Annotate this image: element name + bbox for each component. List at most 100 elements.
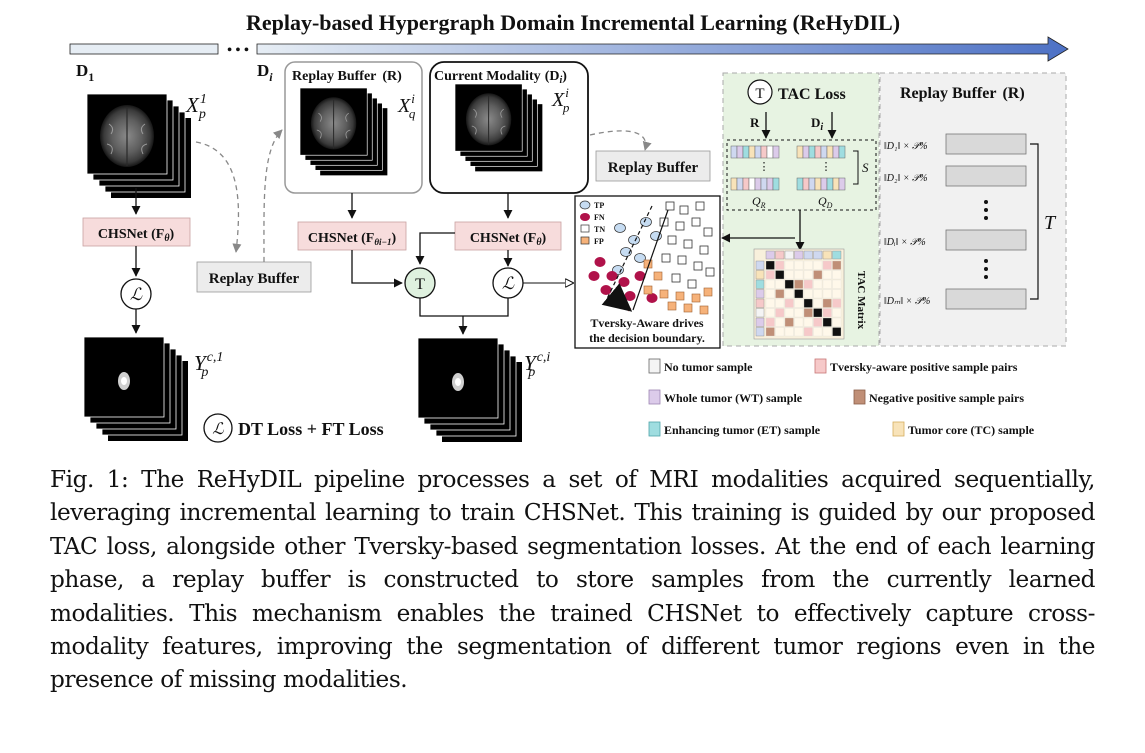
caption-label: Fig. 1: xyxy=(50,466,129,493)
replay-buffer-label-left: Replay Buffer xyxy=(209,271,300,287)
decision-boundary xyxy=(632,209,669,311)
tac-row-tag xyxy=(755,308,765,318)
tn-point xyxy=(687,279,697,289)
tac-cell xyxy=(813,308,823,318)
buffer-row-3 xyxy=(945,229,1027,251)
tac-cell xyxy=(832,317,842,327)
tac-cell xyxy=(813,279,823,289)
tac-embedding-box xyxy=(726,139,877,211)
loss-legend-node xyxy=(203,413,233,443)
timeline-arrow xyxy=(256,36,1069,62)
embed-cell xyxy=(760,145,768,159)
embed-cell xyxy=(820,145,828,159)
replay-panel-title: Replay Buffer(R) xyxy=(292,69,402,84)
fp-point xyxy=(699,305,709,315)
tac-row-tag xyxy=(755,327,765,337)
tn-point xyxy=(693,261,703,271)
tac-cell xyxy=(822,327,832,337)
tac-cell xyxy=(765,317,775,327)
embed-cell xyxy=(742,177,750,191)
tac-d-label: Di xyxy=(811,115,823,133)
legend-negative: Negative positive sample pairs xyxy=(869,391,1024,405)
tac-cell xyxy=(784,317,794,327)
tac-qd-label: QD xyxy=(818,194,833,210)
legend-swatch-tc xyxy=(892,421,905,437)
embed-cell xyxy=(772,145,780,159)
replay-buffer-box-right xyxy=(595,150,711,182)
tac-cell xyxy=(765,298,775,308)
tn-point xyxy=(679,205,689,215)
timeline: • • • D1 Di xyxy=(69,36,1069,84)
tac-cell xyxy=(803,298,813,308)
buffer-brace-label: T xyxy=(1044,212,1057,234)
replay-right-title: Replay Buffer(R) xyxy=(900,85,1025,102)
timeline-start-bar xyxy=(69,43,219,55)
tn-point xyxy=(665,201,675,211)
caption-text: The ReHyDIL pipeline processes a set of … xyxy=(50,466,1095,694)
embed-cell xyxy=(730,177,738,191)
tac-col-tag xyxy=(765,250,775,260)
tac-cell xyxy=(813,260,823,270)
tac-cell xyxy=(813,317,823,327)
tac-col-tag xyxy=(803,250,813,260)
mask-output-stack-1 xyxy=(83,336,189,442)
tac-cell xyxy=(775,260,785,270)
tac-s-label: S xyxy=(862,160,869,175)
tn-point xyxy=(661,253,671,263)
tn-point xyxy=(691,217,701,227)
tn-point xyxy=(705,267,715,277)
pipeline-figure: Replay-based Hypergraph Domain Increment… xyxy=(69,10,1069,443)
tac-matrix xyxy=(753,248,845,340)
legend-no-tumor: No tumor sample xyxy=(664,360,753,374)
tac-col-tag xyxy=(794,250,804,260)
tac-col-tag xyxy=(822,250,832,260)
mask-output-stack-current xyxy=(417,337,523,443)
embed-cell xyxy=(826,177,834,191)
replay-right-panel: Replay Buffer(R) ‖D₁‖ × 𝒫% ‖D₂‖ × 𝒫% ‖Dᵢ… xyxy=(879,72,1067,347)
svg-text:ℒ: ℒ xyxy=(130,285,143,304)
tn-point xyxy=(667,235,677,245)
svg-text:T: T xyxy=(755,86,764,102)
embed-cell xyxy=(802,145,810,159)
fp-point xyxy=(659,289,669,299)
tp-point xyxy=(628,235,640,245)
chsnet-box-1 xyxy=(82,217,191,247)
replay-buffer-label-right: Replay Buffer xyxy=(608,160,699,176)
embed-cell xyxy=(766,145,774,159)
decision-boundary-panel: TP FN TN FP Tversky-Aware drives the dec… xyxy=(574,195,721,349)
fp-point xyxy=(667,301,677,311)
tac-row-tag xyxy=(755,317,765,327)
tac-cell xyxy=(832,289,842,299)
tac-cell xyxy=(832,260,842,270)
mri-input-stack-replay xyxy=(299,87,388,176)
embedding-rows xyxy=(730,145,846,191)
tac-col-tag xyxy=(775,250,785,260)
tac-cell xyxy=(803,317,813,327)
tn-point xyxy=(699,245,709,255)
tac-cell xyxy=(775,279,785,289)
tac-col-tag xyxy=(832,250,842,260)
tac-cell xyxy=(794,327,804,337)
buffer-row-label-2: ‖D₂‖ × 𝒫% xyxy=(884,173,928,184)
tac-cell xyxy=(765,289,775,299)
tac-cell xyxy=(803,327,813,337)
tn-point xyxy=(695,201,705,211)
tac-cell xyxy=(784,260,794,270)
fp-point xyxy=(653,271,663,281)
fp-point xyxy=(703,287,713,297)
scatter-caption-1: Tversky-Aware drives xyxy=(590,316,704,330)
svg-text:T: T xyxy=(415,276,425,293)
embed-cell xyxy=(814,145,822,159)
embed-cell xyxy=(736,145,744,159)
embed-cell xyxy=(820,177,828,191)
buffer-row-2 xyxy=(945,165,1027,187)
tac-cell xyxy=(832,298,842,308)
tac-cell xyxy=(832,308,842,318)
mri-input-stack-current xyxy=(454,83,543,172)
tac-cell xyxy=(832,279,842,289)
figure-caption: Fig. 1: The ReHyDIL pipeline processes a… xyxy=(50,463,1095,697)
